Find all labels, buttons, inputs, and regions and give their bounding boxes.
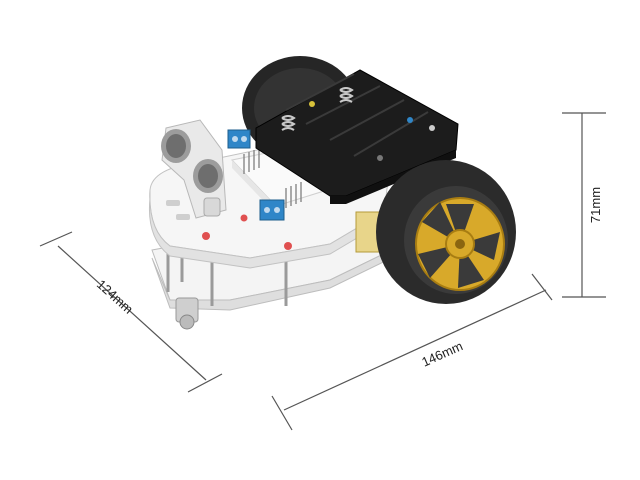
width-tick-left	[271, 395, 293, 431]
caster-wheel	[175, 297, 199, 330]
ultrasonic-sensor-icon	[161, 119, 227, 219]
battery-springs	[281, 87, 354, 131]
header-pins	[243, 148, 302, 208]
width-label: 146mm	[419, 338, 465, 369]
width-dimension-line	[283, 289, 547, 411]
robot-car-illustration	[148, 56, 516, 330]
dimension-lines	[39, 112, 606, 431]
depth-tick-bottom	[187, 373, 223, 393]
terminal-block-rear	[227, 129, 251, 149]
terminal-block-front	[259, 199, 285, 221]
wheel-icon	[376, 160, 516, 304]
width-tick-right	[531, 273, 553, 301]
depth-label: 124mm	[94, 277, 136, 317]
depth-tick-top	[39, 231, 73, 247]
height-label: 71mm	[588, 187, 603, 223]
depth-dimension-line	[57, 245, 207, 381]
